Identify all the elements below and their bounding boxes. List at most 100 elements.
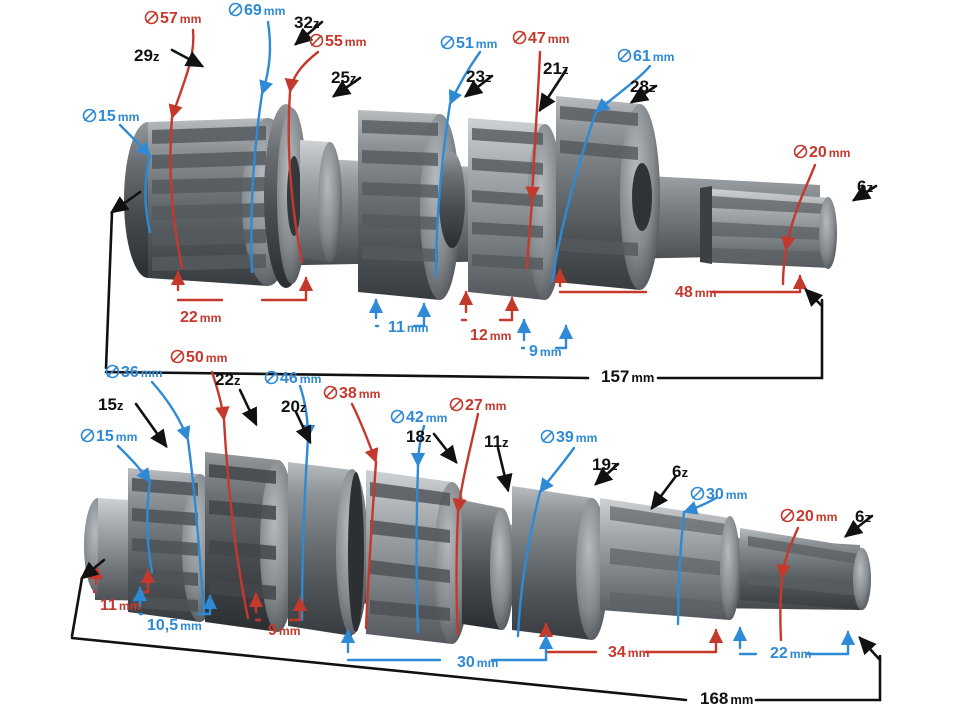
teeth-suffix: z xyxy=(864,510,872,525)
unit-label: mm xyxy=(115,430,138,444)
unit-label: mm xyxy=(725,488,748,502)
unit-label: mm xyxy=(730,692,754,707)
unit-label: mm xyxy=(475,37,498,51)
diameter-value: 51 xyxy=(456,35,474,52)
unit-label: mm xyxy=(180,619,202,633)
unit-label: mm xyxy=(631,370,655,385)
length-value: 22 xyxy=(180,309,198,326)
teeth-count: 21 xyxy=(543,59,562,78)
upper-shaft-part xyxy=(124,96,837,300)
diameter-icon xyxy=(264,370,279,385)
gear-15z: 15z xyxy=(98,396,124,413)
length-value: 12 xyxy=(470,327,488,344)
teeth-count: 25 xyxy=(331,68,350,87)
unit-label: mm xyxy=(815,510,838,524)
length-value: 22 xyxy=(770,645,788,662)
teeth-suffix: z xyxy=(561,62,569,77)
diameter-value: 39 xyxy=(556,429,574,446)
diameter-icon xyxy=(690,486,705,501)
teeth-suffix: z xyxy=(681,465,689,480)
diameter-icon xyxy=(440,35,455,50)
diameter-icon xyxy=(617,48,632,63)
diameter-icon xyxy=(82,108,97,123)
gear-25z: 25z xyxy=(331,69,357,86)
teeth-count: 6 xyxy=(855,507,865,526)
diameter-value: 15 xyxy=(98,108,116,125)
teeth-suffix: z xyxy=(152,49,160,64)
diameter-icon xyxy=(309,33,324,48)
length-value: 9 xyxy=(268,622,277,639)
diameter-value: 47 xyxy=(528,30,546,47)
gear-11z: 11z xyxy=(484,433,509,450)
length-value: 11 xyxy=(388,319,405,336)
diameter-value: 30 xyxy=(706,486,724,503)
unit-label: mm xyxy=(694,286,717,300)
teeth-count: 23 xyxy=(466,67,485,86)
gear-28z: 28z xyxy=(630,78,656,95)
teeth-count: 29 xyxy=(134,46,153,65)
unit-label: mm xyxy=(205,351,228,365)
unit-label: mm xyxy=(425,411,448,425)
diameter-value: 50 xyxy=(186,349,204,366)
length-value: 10,5 xyxy=(147,617,179,634)
diameter-icon xyxy=(80,428,95,443)
teeth-count: 28 xyxy=(630,77,649,96)
unit-label: mm xyxy=(627,646,650,660)
diameter-icon xyxy=(105,364,120,379)
total-value: 157 xyxy=(601,367,630,386)
teeth-suffix: z xyxy=(610,458,618,473)
unit-label: mm xyxy=(828,146,851,160)
teeth-suffix: z xyxy=(648,80,656,95)
unit-label: mm xyxy=(117,110,140,124)
teeth-suffix: z xyxy=(349,71,357,86)
unit-label: mm xyxy=(199,311,222,325)
diameter-icon xyxy=(780,508,795,523)
gear-23z: 23z xyxy=(466,68,492,85)
gear-20z: 20z xyxy=(281,398,307,415)
gear-32z: 32z xyxy=(294,14,320,31)
teeth-count: 20 xyxy=(281,397,300,416)
diameter-value: 27 xyxy=(465,397,483,414)
diameter-value: 36 xyxy=(121,364,139,381)
spline-6z-outer: 6z xyxy=(855,508,871,525)
length-value: 34 xyxy=(608,644,626,661)
spline-6z: 6z xyxy=(857,178,873,195)
unit-label: mm xyxy=(484,399,507,413)
diameter-value: 15 xyxy=(96,428,114,445)
teeth-suffix: z xyxy=(233,373,241,388)
teeth-suffix: z xyxy=(484,70,492,85)
unit-label: mm xyxy=(652,50,675,64)
diameter-value: 69 xyxy=(244,2,262,19)
unit-label: mm xyxy=(489,329,512,343)
diameter-value: 38 xyxy=(339,385,357,402)
diameter-icon xyxy=(512,30,527,45)
teeth-count: 11 xyxy=(484,432,502,451)
diameter-icon xyxy=(228,2,243,17)
unit-label: mm xyxy=(278,624,301,638)
teeth-suffix: z xyxy=(116,398,124,413)
unit-label: mm xyxy=(406,321,429,335)
diameter-icon xyxy=(449,397,464,412)
